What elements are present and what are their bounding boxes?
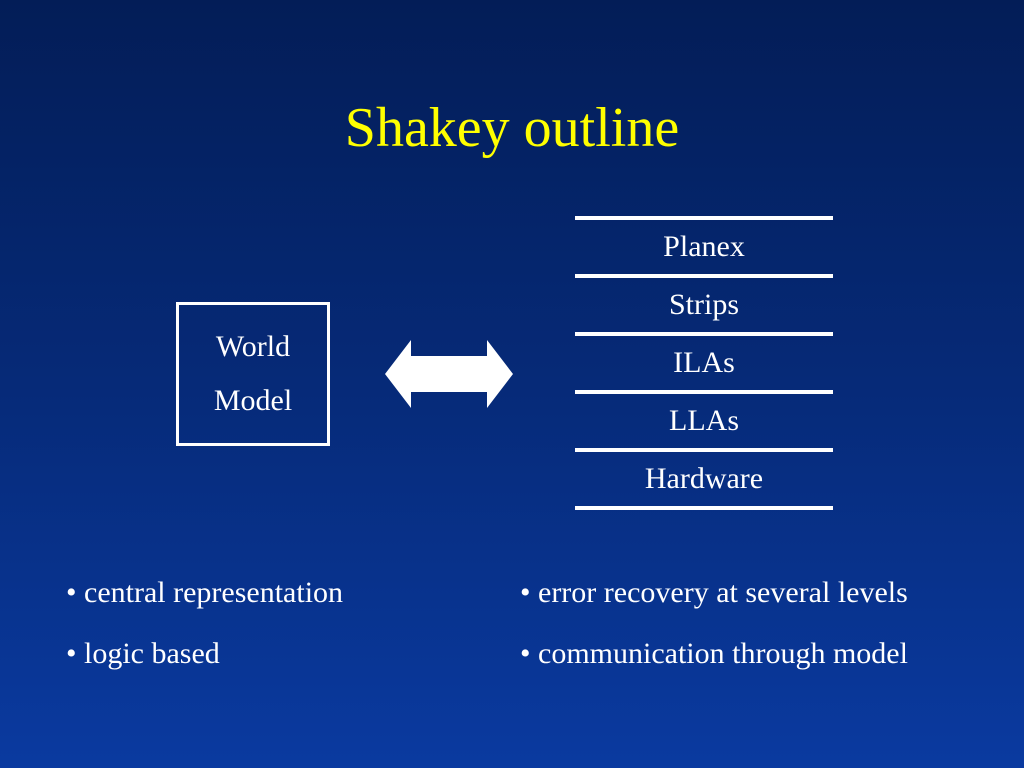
- world-model-line-1: World: [215, 330, 291, 363]
- left-bullet-list: • central representation • logic based: [66, 575, 343, 697]
- layer-ilas: ILAs: [673, 346, 735, 379]
- right-bullet-list: • error recovery at several levels • com…: [520, 575, 908, 697]
- stack-divider: [575, 506, 833, 510]
- layer-stack: Planex Strips ILAs LLAs Hardware: [575, 216, 833, 510]
- layer-hardware: Hardware: [644, 462, 764, 495]
- layer-planex: Planex: [663, 230, 745, 263]
- stack-divider: [575, 274, 833, 278]
- bullet-communication: • communication through model: [520, 637, 908, 670]
- layer-llas: LLAs: [669, 404, 739, 437]
- bullet-logic-based: • logic based: [66, 637, 220, 670]
- slide-title: Shakey outline: [344, 97, 680, 159]
- stack-divider: [575, 332, 833, 336]
- world-model-box: World Model: [176, 302, 330, 446]
- bullet-central-representation: • central representation: [66, 576, 344, 609]
- double-headed-arrow-icon: [385, 340, 513, 408]
- bullet-error-recovery: • error recovery at several levels: [520, 576, 908, 609]
- world-model-line-2: Model: [213, 384, 293, 417]
- stack-divider: [575, 216, 833, 220]
- stack-divider: [575, 448, 833, 452]
- stack-divider: [575, 390, 833, 394]
- layer-strips: Strips: [668, 288, 740, 321]
